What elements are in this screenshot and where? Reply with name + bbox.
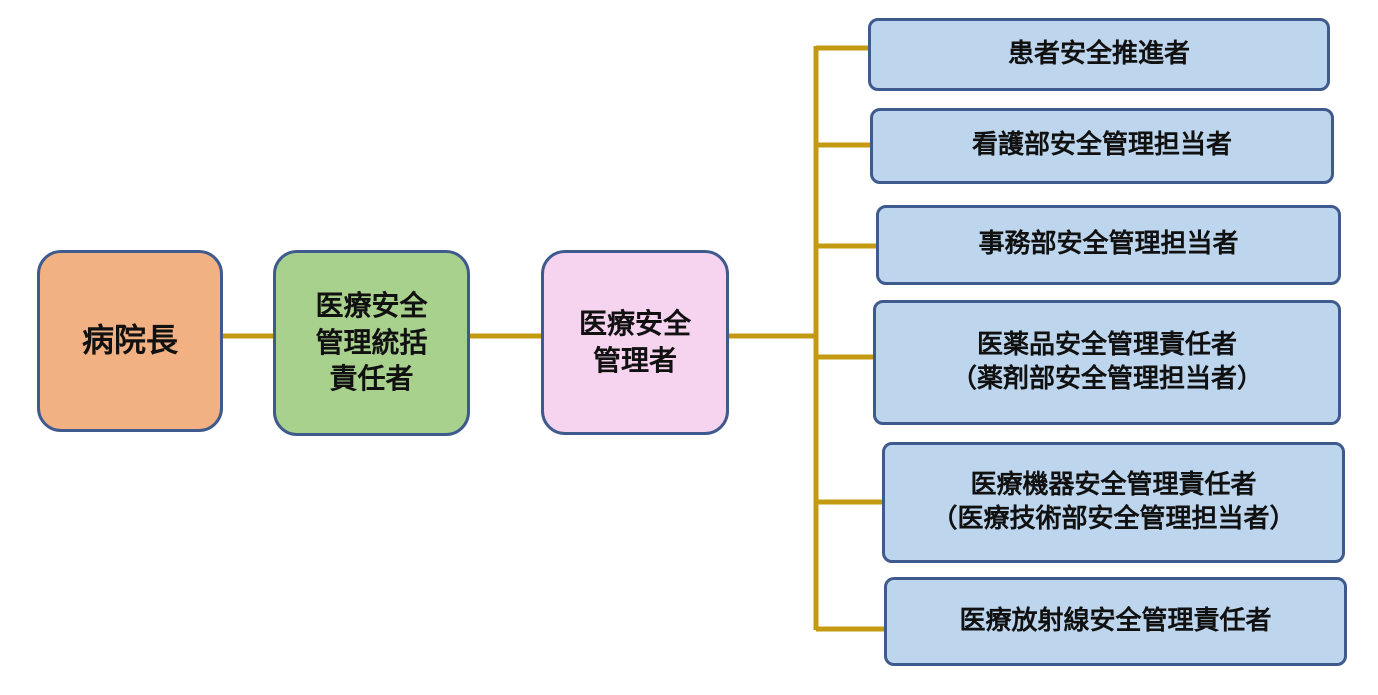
node-safety-manager: 医療安全 管理者 (541, 250, 729, 435)
node-label: 患者安全推進者 (1008, 38, 1190, 72)
node-label: 事務部安全管理担当者 (978, 228, 1238, 262)
branch-radiation-safety: 医療放射線安全管理責任者 (884, 577, 1347, 666)
label-line: 管理統括 (315, 325, 428, 359)
node-label: 医療安全 管理者 (579, 306, 691, 379)
branch-drug-safety: 医薬品安全管理責任者 （薬剤部安全管理担当者） (873, 300, 1341, 425)
node-label: 医療安全 管理統括 責任者 (315, 288, 427, 397)
label-line: 病院長 (81, 321, 178, 360)
label-line: 看護部安全管理担当者 (971, 130, 1232, 161)
label-line: 医療安全 (578, 307, 691, 341)
node-label: 医療機器安全管理責任者 （医療技術部安全管理担当者） (931, 469, 1295, 537)
label-line: 医療機器安全管理責任者 (970, 469, 1257, 500)
node-label: 医療放射線安全管理責任者 (959, 605, 1271, 639)
label-line: 患者安全推進者 (1007, 38, 1190, 69)
label-line: 責任者 (329, 362, 414, 396)
node-label: 医薬品安全管理責任者 （薬剤部安全管理担当者） (951, 329, 1263, 397)
branch-nursing-safety: 看護部安全管理担当者 (870, 108, 1334, 184)
label-line: 医療放射線安全管理責任者 (959, 605, 1272, 636)
label-line: 事務部安全管理担当者 (978, 229, 1239, 260)
label-line: （医療技術部安全管理担当者） (931, 503, 1296, 534)
branch-administration-safety: 事務部安全管理担当者 (876, 205, 1341, 285)
label-line: （薬剤部安全管理担当者） (950, 363, 1263, 394)
label-line: 医療安全 (315, 289, 428, 323)
branch-medical-device-safety: 医療機器安全管理責任者 （医療技術部安全管理担当者） (882, 442, 1345, 563)
node-safety-supervisor: 医療安全 管理統括 責任者 (273, 250, 470, 436)
node-label: 病院長 (82, 320, 178, 362)
label-line: 管理者 (592, 343, 677, 377)
node-label: 看護部安全管理担当者 (972, 129, 1232, 163)
node-hospital-director: 病院長 (37, 250, 223, 432)
label-line: 医薬品安全管理責任者 (976, 329, 1237, 360)
branch-patient-safety-promoter: 患者安全推進者 (868, 18, 1330, 91)
